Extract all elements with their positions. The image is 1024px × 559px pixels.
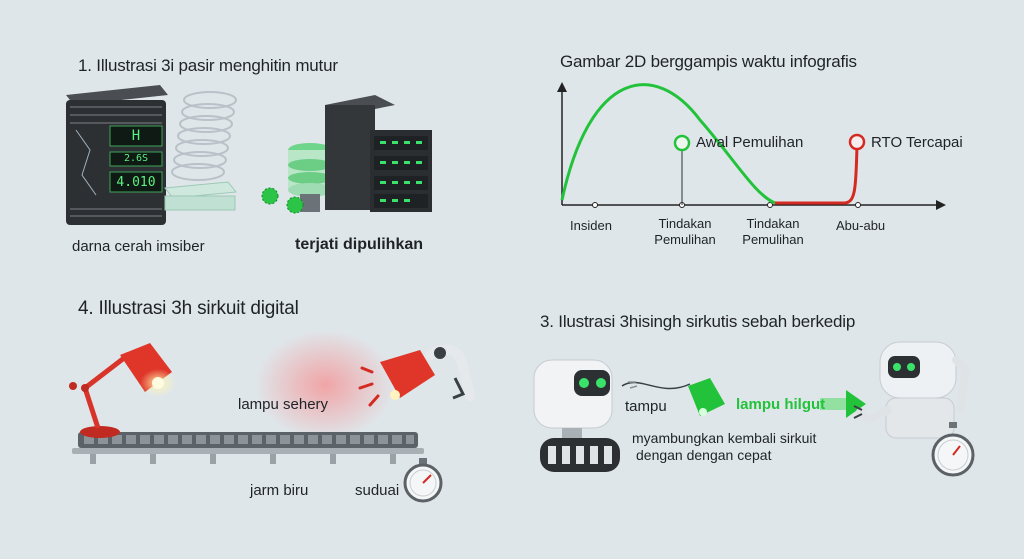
label-lampu-sehery: lampu sehery bbox=[238, 396, 329, 413]
spark-icon bbox=[628, 381, 638, 389]
cylinder-stack-icon bbox=[288, 143, 332, 212]
green-lamp-icon bbox=[688, 378, 725, 416]
server-display-mid: 2.6S bbox=[123, 153, 149, 164]
server-display-top: H bbox=[131, 128, 141, 144]
server-display-bottom: 4.010 bbox=[116, 175, 156, 190]
recovery-curve-red bbox=[775, 144, 859, 205]
red-glow bbox=[255, 330, 395, 440]
green-arrow-icon bbox=[820, 390, 866, 418]
desk-lamp-right-icon bbox=[358, 350, 435, 407]
recovery-curve-green bbox=[560, 83, 776, 205]
timeline-ticks bbox=[592, 202, 861, 208]
conveyor-belt-icon bbox=[72, 432, 424, 464]
glass-plate-icon bbox=[164, 181, 237, 211]
rto-marker bbox=[848, 133, 866, 151]
label-tampu: tampu bbox=[625, 398, 667, 415]
label-suduai: suduai bbox=[355, 482, 400, 499]
panel2-title: Gambar 2D berggampis waktu infografis bbox=[560, 52, 857, 71]
label-jarm-biru: jarm biru bbox=[250, 482, 309, 499]
panel1-caption-right: terjati dipulihkan bbox=[295, 236, 424, 253]
wire-icon bbox=[621, 381, 691, 390]
awal-marker bbox=[673, 134, 691, 152]
label-desc-1: myambungkan kembali sirkuit bbox=[632, 430, 817, 446]
timeline-axes bbox=[557, 82, 946, 210]
panel3-title: 3. Ilustrasi 3hisingh sirkutis sebah ber… bbox=[540, 312, 856, 331]
axis-label-insiden: Insiden bbox=[570, 218, 612, 233]
panel1-caption-left: darna cerah imsiber bbox=[72, 238, 205, 255]
axis-label-abu-abu: Abu-abu bbox=[836, 218, 886, 233]
robot-arm-icon bbox=[425, 344, 475, 401]
axis-label-tindakan-2: Tindakan Pemulihan bbox=[742, 216, 804, 247]
panel4-title: 4. Illustrasi 3h sirkuit digital bbox=[78, 298, 299, 319]
label-desc-2: dengan dengan cepat bbox=[636, 447, 772, 463]
server-rack-icon bbox=[325, 95, 432, 212]
label-lampu-hilgut: lampu hilgut bbox=[736, 396, 826, 413]
stopwatch-icon bbox=[931, 422, 975, 477]
green-sphere-icon bbox=[261, 187, 304, 214]
axis-label-tindakan-1: Tindakan Pemulihan bbox=[654, 216, 716, 247]
label-awal-pemulihan: Awal Pemulihan bbox=[696, 134, 804, 151]
spring-coil-icon bbox=[171, 91, 237, 181]
tracked-robot-icon bbox=[533, 359, 620, 472]
panel1-title: 1. Illustrasi 3i pasir menghitin mutur bbox=[78, 56, 338, 75]
humanoid-robot-icon bbox=[853, 341, 971, 439]
stopwatch-icon bbox=[403, 458, 443, 503]
server-tower-icon bbox=[66, 85, 168, 225]
desk-lamp-left-icon bbox=[69, 343, 176, 438]
label-rto-tercapai: RTO Tercapai bbox=[871, 134, 963, 151]
